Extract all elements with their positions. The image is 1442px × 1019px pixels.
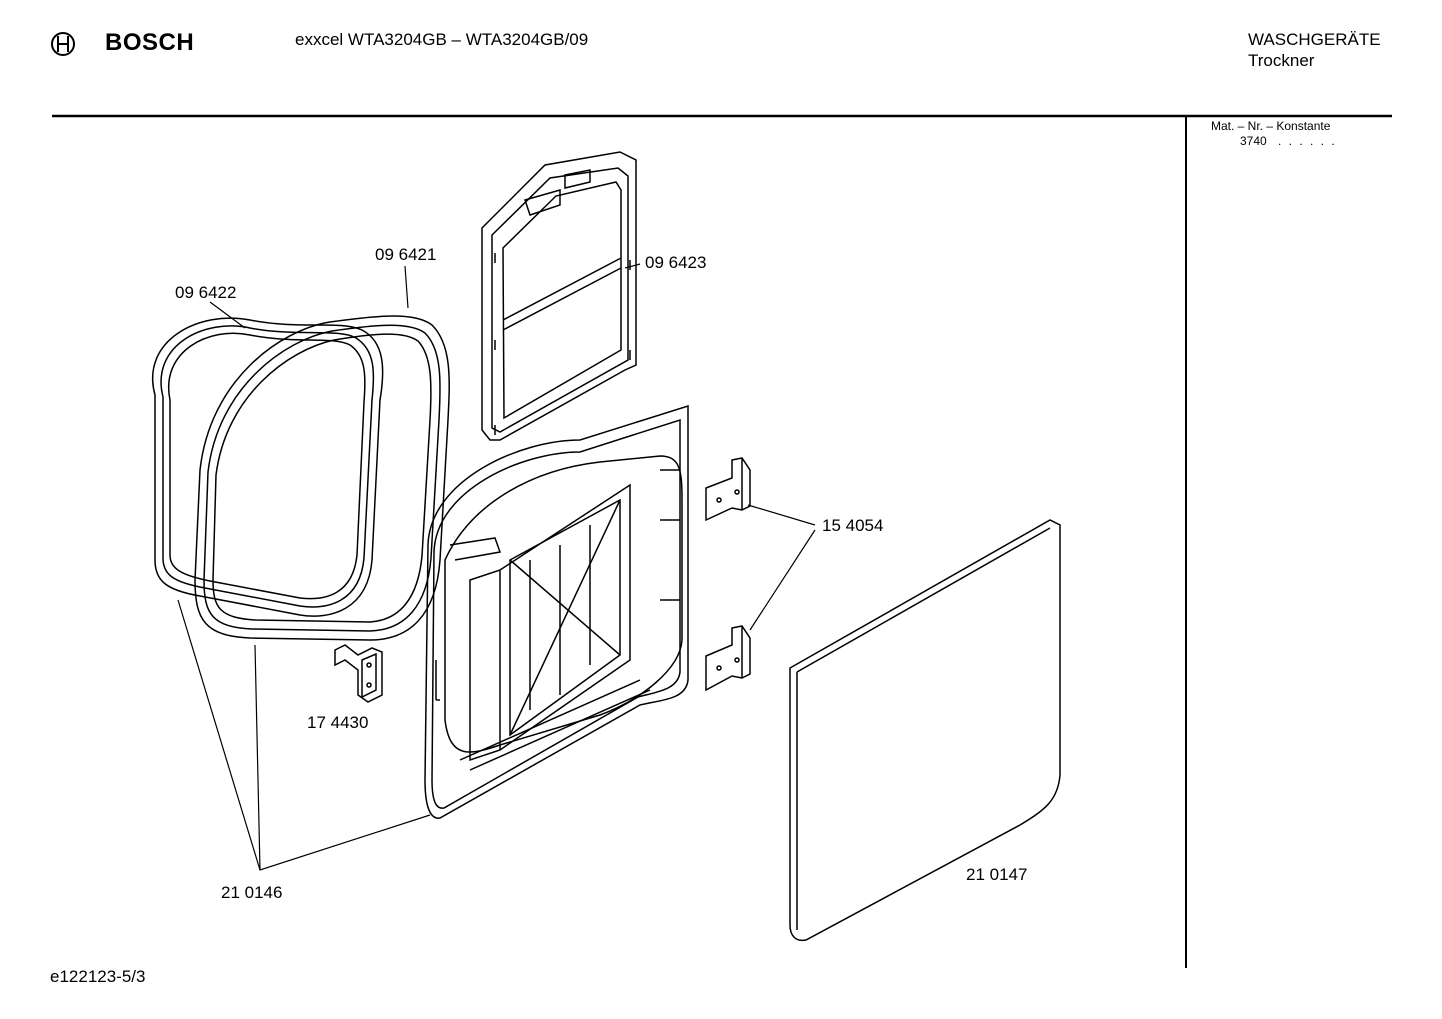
part-label-096423: 09 6423 xyxy=(645,253,707,272)
gasket-096422 xyxy=(152,317,384,617)
door-lock-174430 xyxy=(334,644,383,703)
door-panel-210147 xyxy=(789,519,1061,942)
category-line1: WASCHGERÄTE xyxy=(1248,30,1381,49)
model-title: exxcel WTA3204GB – WTA3204GB/09 xyxy=(295,30,589,49)
brand-name: BOSCH xyxy=(105,29,195,56)
mat-value: 3740 xyxy=(1240,134,1267,148)
category-line2: Trockner xyxy=(1248,51,1315,70)
part-label-210146: 21 0146 xyxy=(221,883,283,902)
gasket-096421 xyxy=(194,315,450,641)
lint-filter-096423 xyxy=(481,151,637,441)
part-label-096421: 09 6421 xyxy=(375,245,437,264)
mat-dots: . . . . . . xyxy=(1278,134,1337,148)
document-id: e122123-5/3 xyxy=(50,967,146,986)
part-label-154054: 15 4054 xyxy=(822,516,884,535)
part-label-174430: 17 4430 xyxy=(307,713,369,732)
part-label-210147: 21 0147 xyxy=(966,865,1028,884)
door-frame-210146 xyxy=(424,404,689,819)
hinge-154054-lower xyxy=(705,625,751,692)
leader-lines xyxy=(177,263,816,871)
hinge-154054-upper xyxy=(705,457,751,522)
part-label-096422: 09 6422 xyxy=(175,283,237,302)
mat-label: Mat. – Nr. – Konstante xyxy=(1211,119,1331,133)
